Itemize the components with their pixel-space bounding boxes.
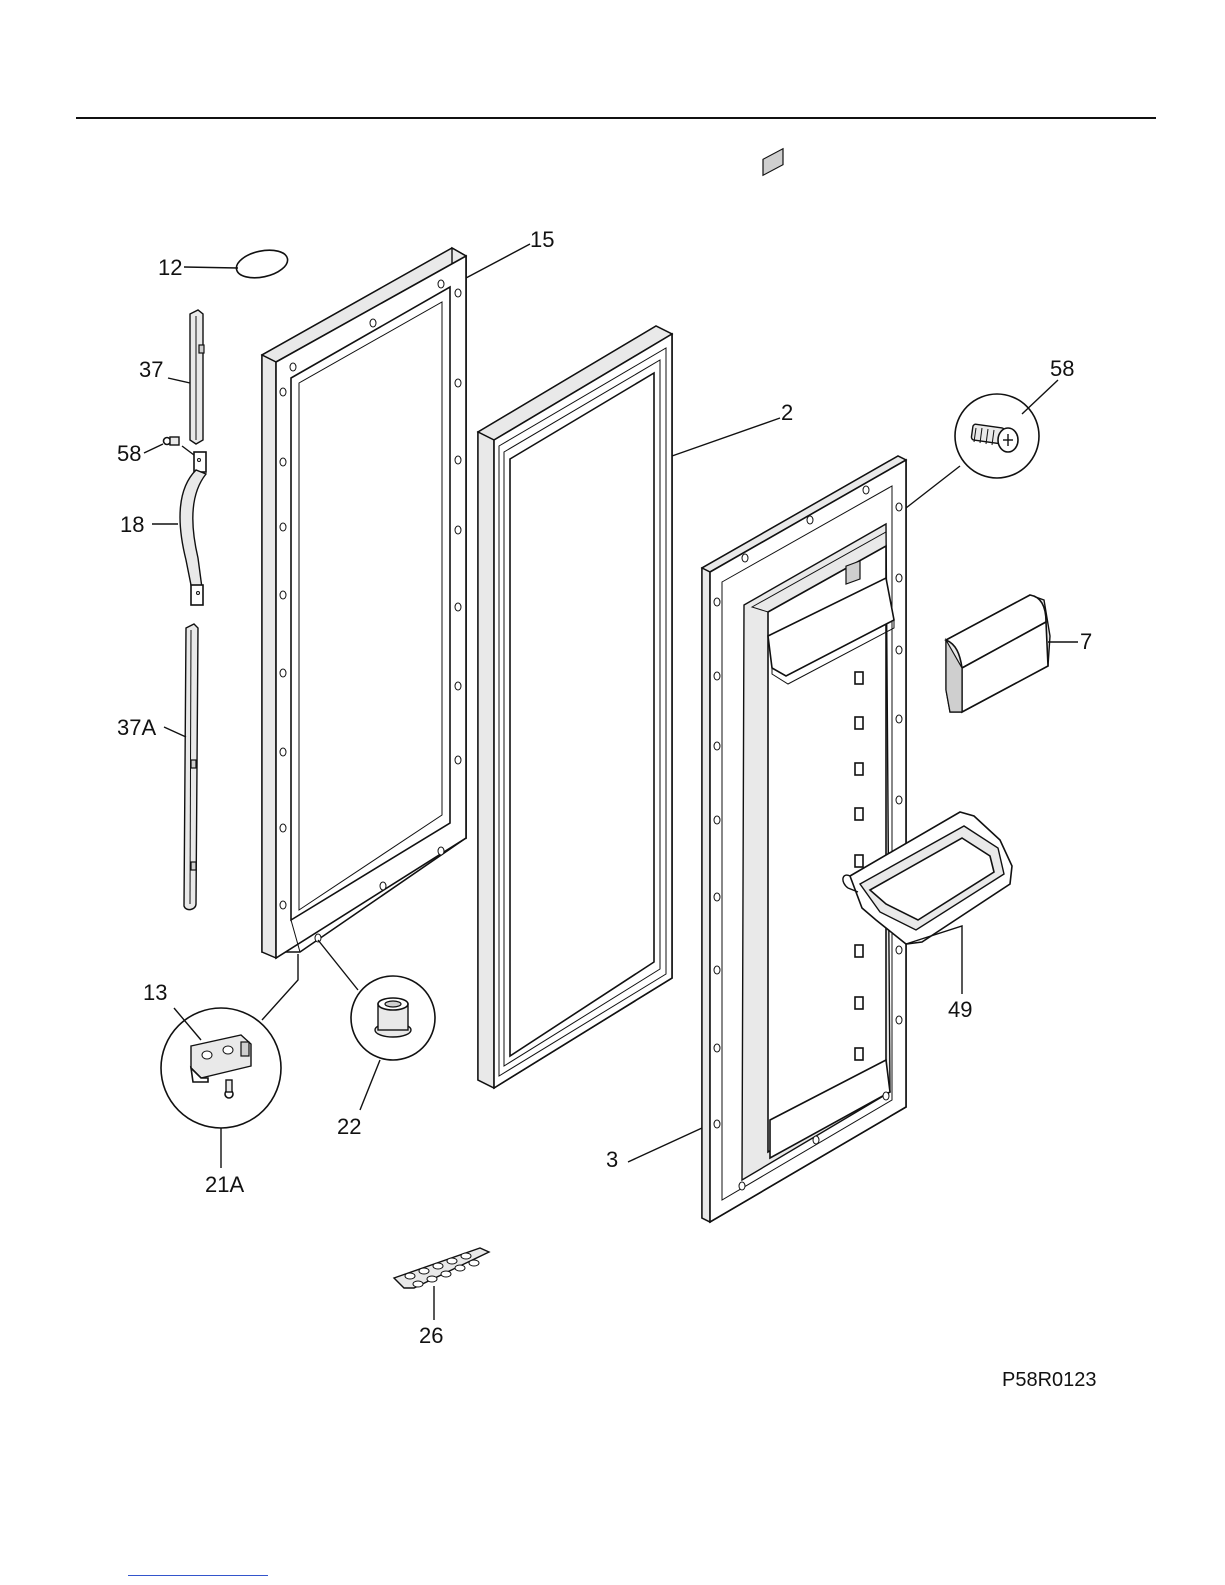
part-7-dairy-door <box>946 595 1050 712</box>
callout-58-right: 58 <box>1050 356 1074 381</box>
callout-21A: 21A <box>205 1172 244 1197</box>
part-18-door-handle <box>180 452 206 605</box>
callout-37A: 37A <box>117 715 156 740</box>
callout-37: 37 <box>139 357 163 382</box>
part-15-door-frame <box>262 248 466 958</box>
callout-12: 12 <box>158 255 182 280</box>
callout-26: 26 <box>419 1323 443 1348</box>
callout-22: 22 <box>337 1114 361 1139</box>
drawing-code: P58R0123 <box>1002 1369 1097 1391</box>
callout-18: 18 <box>120 512 144 537</box>
part-58-screw-small <box>164 437 180 445</box>
part-37A-handle-trim-long <box>184 624 198 910</box>
part-22-bushing-detail <box>351 976 435 1060</box>
part-37-handle-trim-top <box>190 310 204 444</box>
part-2-door-gasket <box>478 326 672 1088</box>
part-58-screw-detail <box>955 394 1039 478</box>
callout-7: 7 <box>1080 629 1092 654</box>
callout-15: 15 <box>530 227 554 252</box>
part-3-door-liner <box>702 149 906 1222</box>
callout-58-left: 58 <box>117 441 141 466</box>
part-21A-hinge-detail <box>161 1008 281 1128</box>
callout-2: 2 <box>781 400 793 425</box>
part-26-egg-tray <box>394 1248 489 1288</box>
footer-link-underline[interactable] <box>128 1575 268 1576</box>
callout-13: 13 <box>143 980 167 1005</box>
callout-3: 3 <box>606 1147 618 1172</box>
part-12-nameplate <box>234 246 290 282</box>
callout-49: 49 <box>948 997 972 1022</box>
